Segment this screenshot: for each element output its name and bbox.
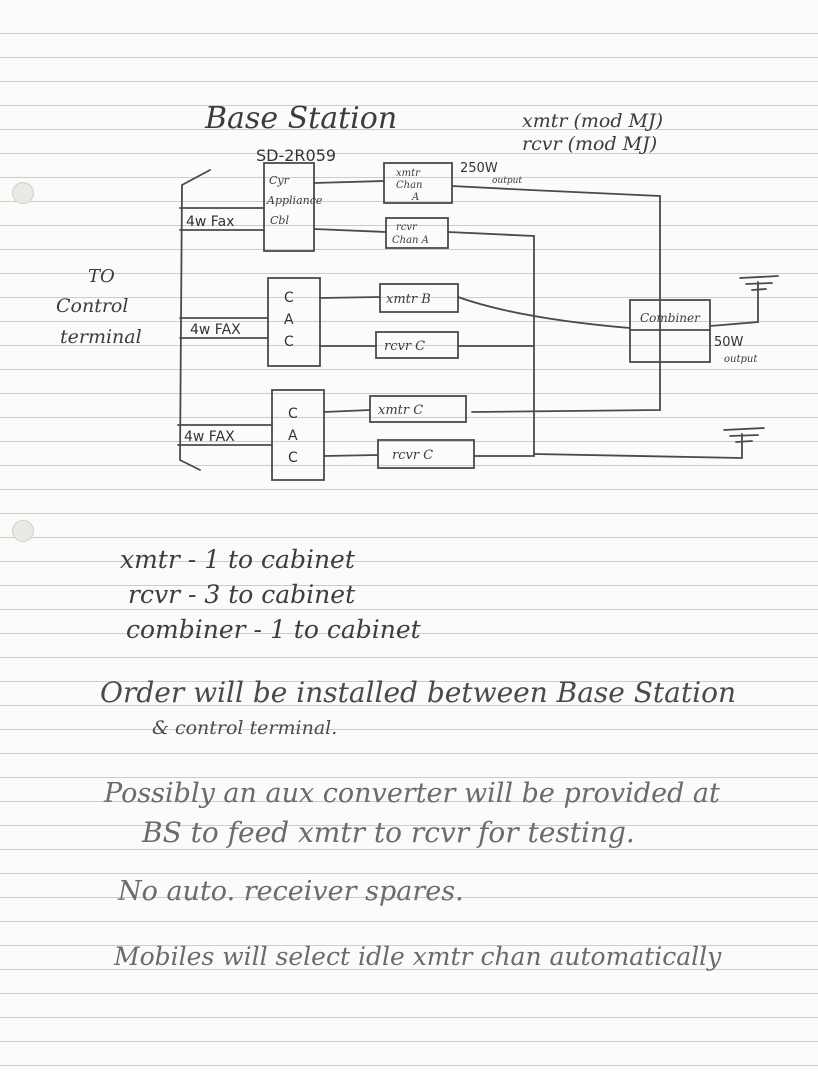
cac-label-c: C A C bbox=[288, 406, 302, 466]
control-terminal-bracket bbox=[179, 169, 211, 471]
cac-label-b-line: A bbox=[284, 312, 294, 328]
wire-rcvr-antenna bbox=[533, 433, 743, 459]
output-250-value: 250W bbox=[460, 161, 498, 176]
punch-hole bbox=[12, 520, 34, 542]
rcvr-box-a bbox=[385, 217, 449, 249]
rcvr-box-c bbox=[377, 439, 475, 469]
rcvr-label-c: rcvr C bbox=[392, 448, 433, 463]
wire-cac-a-xmtr bbox=[313, 180, 385, 184]
xmtr-label-a-line: Chan bbox=[396, 180, 423, 191]
control-terminal-label-line1: TO bbox=[88, 266, 115, 287]
note-no-spares: No auto. receiver spares. bbox=[118, 876, 464, 907]
cac-box-b bbox=[267, 277, 321, 367]
rcvr-label-a-line: Chan A bbox=[392, 235, 429, 246]
xmtr-box-c bbox=[369, 395, 467, 423]
output-250-caption: output bbox=[492, 176, 522, 186]
fax-label-c: 4w FAX bbox=[184, 429, 235, 445]
model-note-xmtr: xmtr (mod MJ) bbox=[522, 110, 663, 132]
combiner-box bbox=[629, 299, 711, 363]
cac-label-a-line: Cyr bbox=[269, 174, 290, 187]
model-note-rcvr: rcvr (mod MJ) bbox=[522, 133, 657, 155]
block-diagram: Base Station xmtr (mod MJ) rcvr (mod MJ)… bbox=[56, 101, 779, 481]
cabinet-label: SD-2R059 bbox=[256, 146, 336, 165]
combiner-label: Combiner bbox=[640, 311, 701, 325]
output-50-value: 50W bbox=[714, 335, 744, 350]
note-aux-converter: Possibly an aux converter will be provid… bbox=[104, 778, 720, 809]
diagram-title: Base Station bbox=[204, 101, 397, 136]
fax-box-c bbox=[177, 424, 273, 446]
wire-cac-a-rcvr bbox=[313, 228, 387, 233]
xmtr-label-a-line: A bbox=[411, 192, 419, 203]
cac-label-a: Cyr Appliance Cbl bbox=[266, 174, 326, 227]
xmtr-label-a: xmtr Chan A bbox=[396, 168, 426, 203]
xmtr-box-a bbox=[383, 162, 453, 204]
wire-cac-c-rcvr bbox=[323, 454, 379, 457]
cac-label-b-line: C bbox=[284, 334, 294, 350]
fax-label-b: 4w FAX bbox=[190, 322, 241, 338]
xmtr-label-b: xmtr B bbox=[386, 292, 431, 307]
xmtr-label-a-line: xmtr bbox=[396, 168, 421, 179]
rcvr-label-a-line: rcvr bbox=[396, 222, 418, 233]
count-note-rcvr: rcvr - 3 to cabinet bbox=[128, 580, 356, 609]
note-control-terminal: & control terminal. bbox=[152, 717, 338, 739]
note-mobiles-select: Mobiles will select idle xmtr chan autom… bbox=[114, 942, 722, 971]
fax-box-b bbox=[179, 317, 269, 339]
wire-cac-b-xmtr bbox=[319, 296, 381, 299]
cac-label-c-line: C bbox=[288, 450, 298, 466]
cac-label-a-line: Cbl bbox=[270, 214, 289, 227]
wire-xmtr-a-combiner-bus bbox=[451, 185, 661, 413]
cac-label-b-line: C bbox=[284, 290, 294, 306]
output-50-caption: output bbox=[724, 354, 758, 365]
cac-label-c-line: C bbox=[288, 406, 298, 422]
count-note-combiner: combiner - 1 to cabinet bbox=[126, 615, 421, 644]
xmtr-label-c: xmtr C bbox=[378, 403, 423, 418]
control-terminal-label-line2: Control bbox=[56, 295, 128, 317]
wire-xmtr-b-combiner bbox=[457, 296, 631, 329]
antenna-ground-bottom bbox=[723, 427, 765, 443]
control-terminal-label-line3: terminal bbox=[60, 326, 142, 348]
wire-cac-c-xmtr bbox=[323, 409, 371, 413]
cac-label-c-line: A bbox=[288, 428, 298, 444]
antenna-ground-top bbox=[739, 275, 779, 291]
fax-label-a: 4w Fax bbox=[186, 214, 234, 230]
wire-combiner-antenna bbox=[709, 281, 759, 327]
cac-label-a-line: Appliance bbox=[266, 194, 323, 207]
rcvr-label-b: rcvr C bbox=[384, 339, 425, 354]
note-bs-testing: BS to feed xmtr to rcvr for testing. bbox=[142, 816, 635, 849]
note-order-install: Order will be installed between Base Sta… bbox=[100, 676, 736, 709]
rcvr-label-a: rcvr Chan A bbox=[392, 222, 429, 246]
punch-hole bbox=[12, 182, 34, 204]
fax-box-a bbox=[179, 207, 265, 231]
cac-label-b: C A C bbox=[284, 290, 298, 350]
rcvr-box-b bbox=[375, 331, 459, 359]
cac-box-c bbox=[271, 389, 325, 481]
xmtr-box-b bbox=[379, 283, 459, 313]
cac-box-a bbox=[263, 162, 315, 252]
count-note-xmtr: xmtr - 1 to cabinet bbox=[120, 545, 355, 574]
